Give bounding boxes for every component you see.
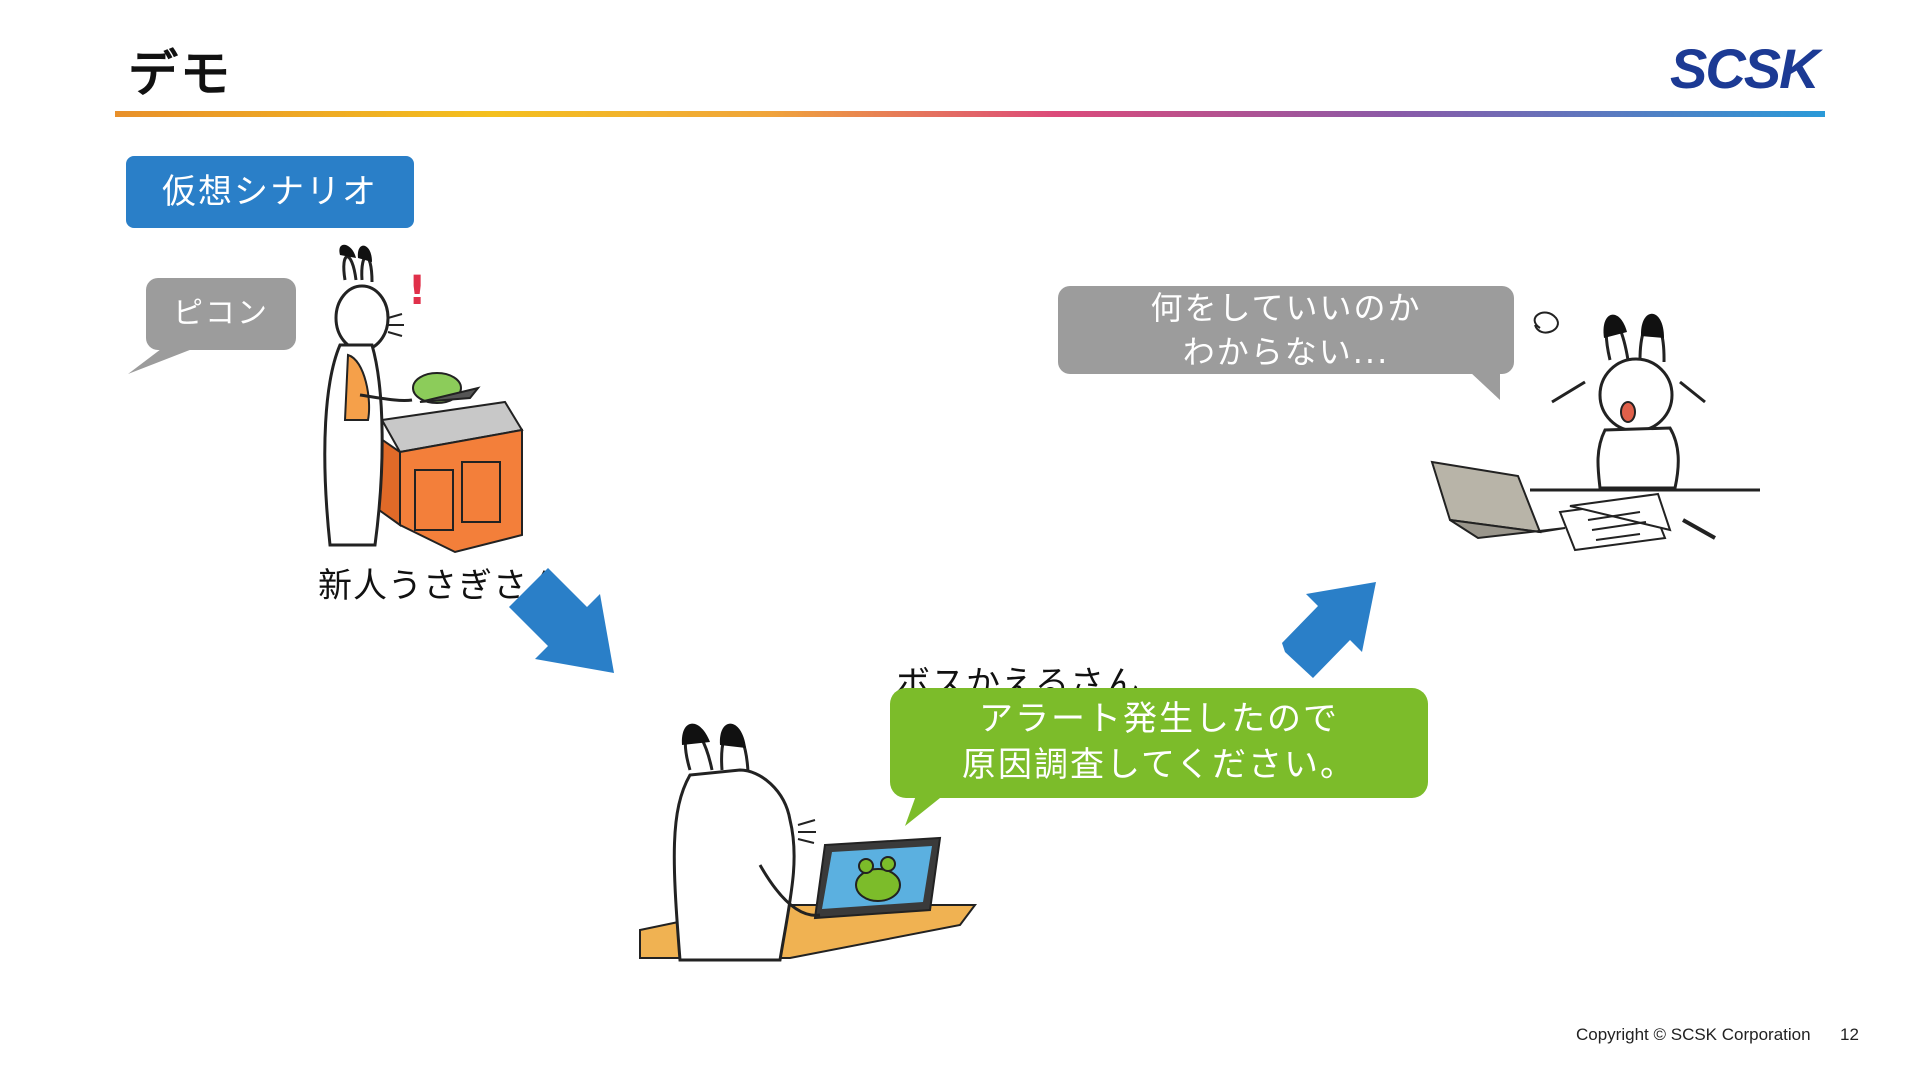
- confused-thought-bubble: 何をしていいのか わからない...: [1058, 286, 1514, 374]
- sound-effect-bubble: ピコン: [146, 278, 296, 350]
- boss-message-line1: アラート発生したので: [979, 699, 1339, 739]
- page-number: 12: [1840, 1025, 1859, 1044]
- copyright-text: Copyright © SCSK Corporation: [1576, 1025, 1811, 1044]
- footer: Copyright © SCSK Corporation 12: [1576, 1025, 1859, 1045]
- boss-message-line2: 原因調査してください。: [962, 745, 1356, 785]
- thought-line2: わからない...: [1182, 333, 1390, 371]
- boss-message-bubble: アラート発生したので 原因調査してください。: [890, 688, 1428, 798]
- alert-exclamation-icon: !: [408, 268, 427, 314]
- slide-title: デモ: [128, 45, 232, 103]
- thought-line1: 何をしていいのか: [1150, 289, 1422, 327]
- scenario-badge: 仮想シナリオ: [126, 156, 414, 228]
- company-logo: SCSK: [1670, 37, 1820, 100]
- header-gradient-rule: [115, 111, 1825, 117]
